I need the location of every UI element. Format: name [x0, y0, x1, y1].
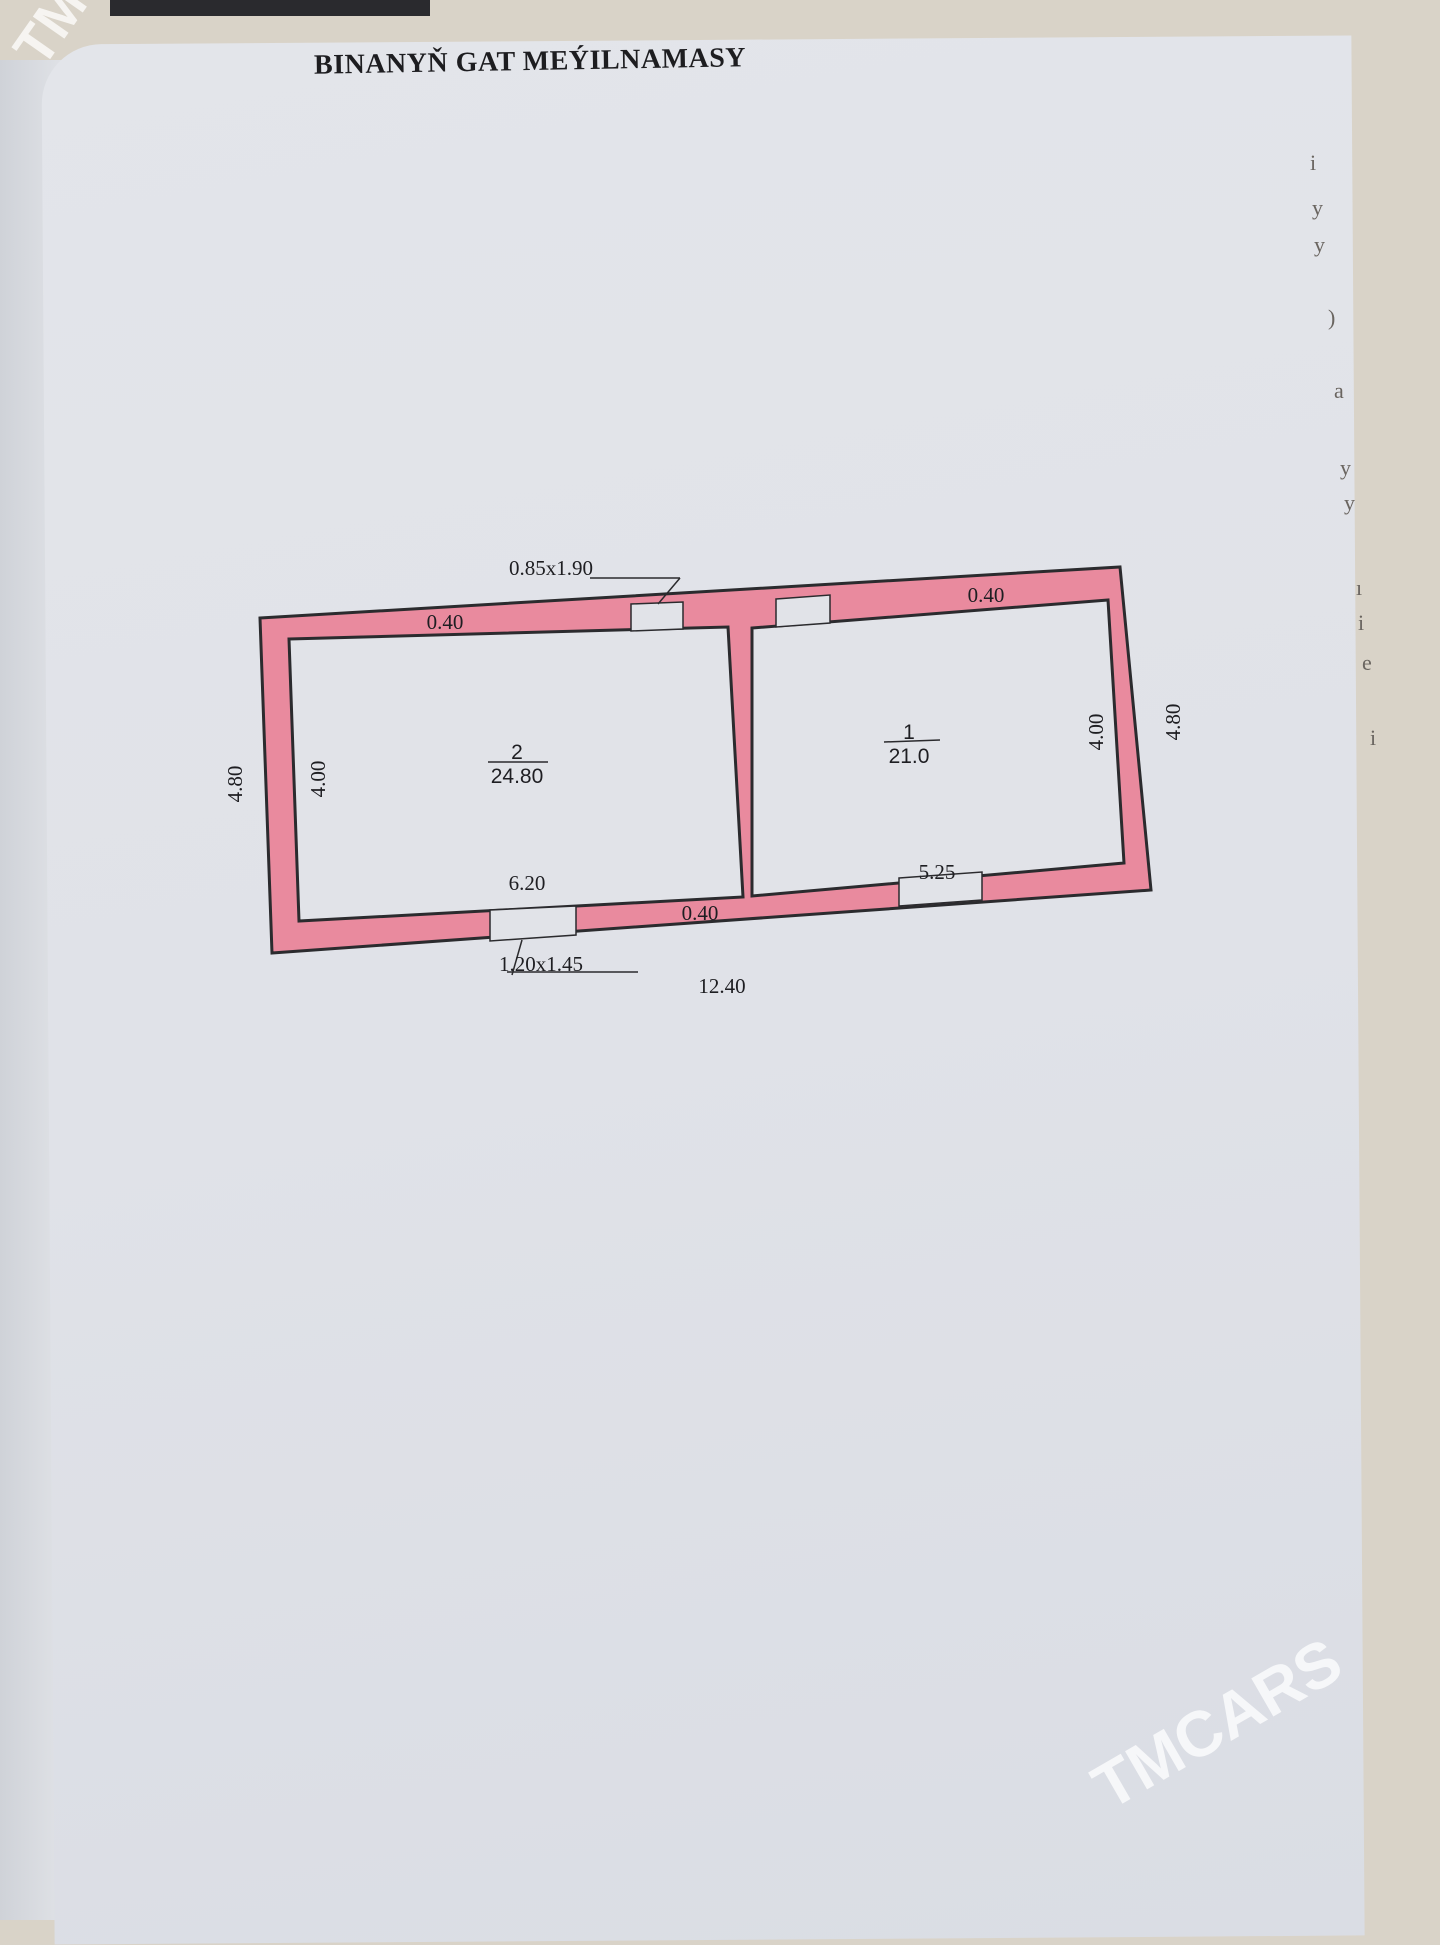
- margin-fragment: y: [1340, 455, 1351, 480]
- margin-fragment: ı: [1356, 575, 1363, 600]
- door-size-label: 0.85x1.90: [509, 556, 593, 580]
- room-1-fraction-line: [883, 739, 941, 743]
- margin-fragment: y: [1312, 195, 1323, 220]
- window-leader-line-diag: [511, 939, 523, 976]
- wall-thickness-top-right: 0.40: [968, 583, 1005, 607]
- room-2-area: 24.80: [491, 765, 544, 788]
- room-1-floor: [750, 598, 1126, 898]
- margin-fragment: i: [1370, 725, 1377, 750]
- room-1-number: 1: [903, 721, 915, 744]
- margin-fragment: i: [1310, 150, 1317, 175]
- outer-right-dimension: 4.80: [1161, 704, 1185, 741]
- margin-fragment: i: [1358, 610, 1365, 635]
- margin-fragment: y: [1314, 232, 1325, 257]
- room-2-length: 6.20: [509, 871, 546, 895]
- total-length-dimension: 12.40: [698, 974, 745, 998]
- window-opening-top: [775, 594, 831, 628]
- door-leader-line-diag: [657, 577, 681, 605]
- window-size-label: 1.20x1.45: [499, 952, 583, 976]
- inner-left-dimension: 4.00: [306, 761, 330, 798]
- window-opening-bottom-left: [489, 905, 577, 942]
- door-opening-top: [630, 601, 684, 632]
- margin-fragment: ): [1328, 305, 1336, 330]
- room-2-number: 2: [511, 741, 523, 764]
- inner-right-dimension: 4.00: [1084, 714, 1108, 751]
- margin-fragment: e: [1362, 650, 1372, 675]
- wall-thickness-bottom: 0.40: [682, 901, 719, 925]
- margin-fragment: a: [1334, 378, 1344, 403]
- room-2-floor: [287, 625, 745, 923]
- outer-left-dimension: 4.80: [223, 766, 247, 803]
- wall-thickness-top-left: 0.40: [427, 610, 464, 634]
- margin-fragment: y: [1344, 490, 1355, 515]
- background-dark-corner: [110, 0, 430, 16]
- window-opening-bottom-right: [898, 871, 983, 907]
- room-1-length: 5.25: [919, 860, 956, 884]
- room-1-area: 21.0: [889, 745, 930, 768]
